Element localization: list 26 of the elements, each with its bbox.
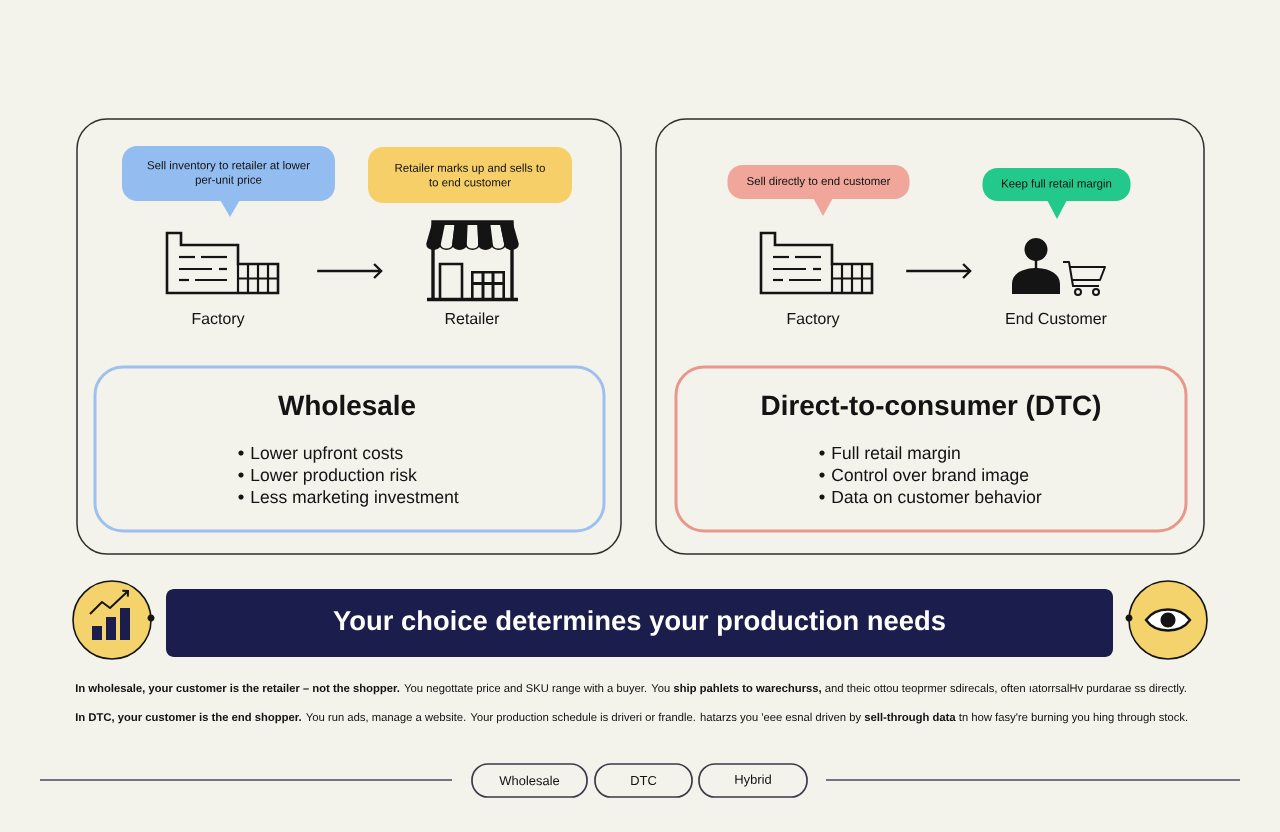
icon-label: Retailer	[445, 312, 500, 325]
icon-label: Factory	[192, 313, 245, 328]
paragraph: In wholesale, your customer is the retailer – not the shopper. You negottate price and SKU range with a buyer. You ship pahlets to warechurss, and theic ottou teoprmer sdirecals, often ıatorrsalHv purdarae ss directly.	[75, 683, 1186, 695]
panel	[76, 118, 622, 555]
list-item: Lower production risk	[251, 468, 417, 485]
tag-pill: Hybrid	[698, 763, 808, 798]
list-item: Lower upfront costs	[251, 446, 403, 463]
panel	[655, 118, 1205, 555]
arrow	[906, 263, 972, 279]
tag-pill: Wholesale	[471, 763, 588, 798]
list-item: Control over brand image	[832, 468, 1029, 485]
speech-bubble: Sell directly to end customer	[727, 165, 910, 216]
speech-bubble: Retailer marks up and sells to to end customer	[368, 147, 572, 203]
icon-label: End Customer	[1006, 312, 1107, 325]
paragraph: In DTC, your customer is the end shopper. You run ads, manage a website. Your production schedule is driveri or frandle. hatarzs you 'eee esnal driven by sell-through data tn how fasy're burning you hing through stock.	[75, 712, 1188, 724]
list-item: Full retail margin	[832, 446, 960, 463]
list-item: Data on customer behavior	[832, 490, 1042, 504]
speech-bubble: Keep full retail margin	[982, 168, 1131, 219]
card-heading: Direct-to-consumer (DTC)	[762, 394, 1101, 421]
arrow	[317, 263, 383, 279]
icon-label: Factory	[787, 313, 840, 328]
banner: Your choice determines your production needs	[166, 589, 1113, 657]
list-item: Less marketing investment	[251, 490, 459, 507]
speech-bubble: Sell inventory to retailer at lower per-unit price	[122, 146, 335, 217]
card-heading: Wholesale	[278, 394, 416, 416]
tag-pill: DTC	[594, 763, 693, 798]
